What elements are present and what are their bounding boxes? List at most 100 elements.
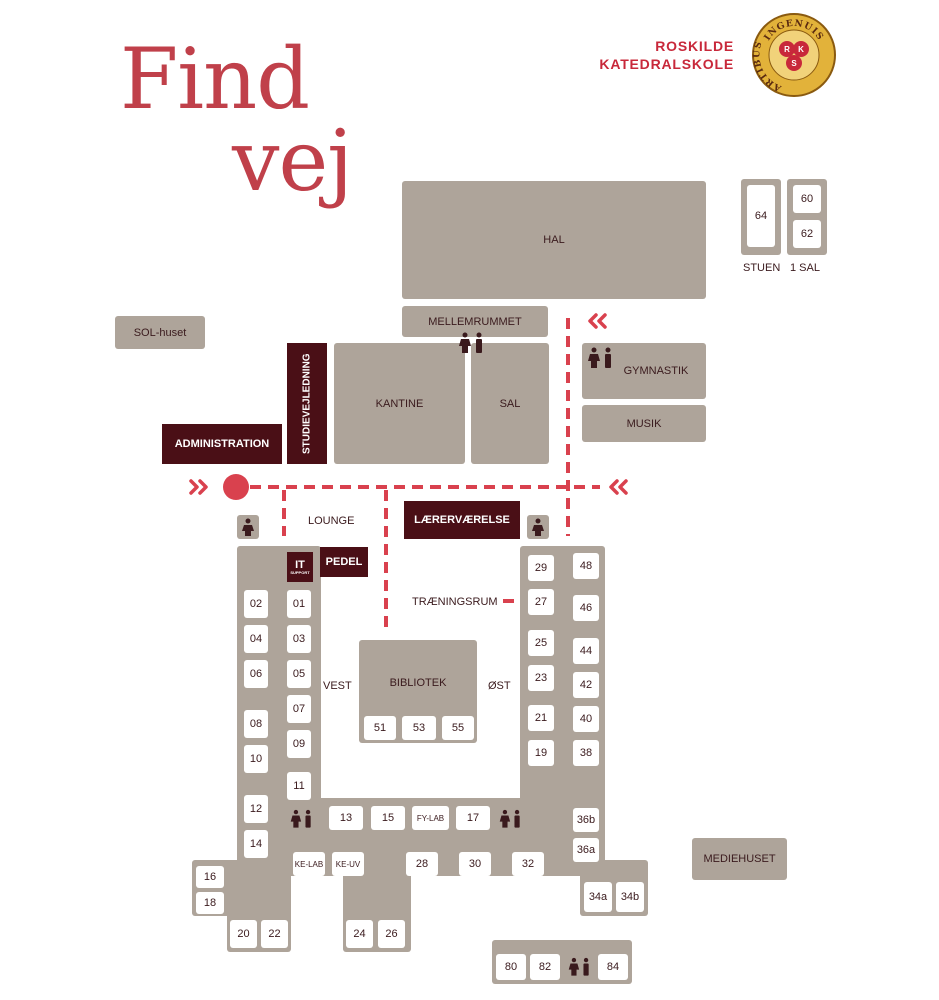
room-15[interactable]: 15: [371, 806, 405, 830]
arrow-left-icon: [609, 479, 628, 495]
room-53[interactable]: 53: [402, 716, 436, 740]
laerervaerelse-building[interactable]: LÆRERVÆRELSE: [404, 501, 520, 539]
room-01[interactable]: 01: [287, 590, 311, 618]
administration-building[interactable]: ADMINISTRATION: [162, 424, 282, 464]
room-17[interactable]: 17: [456, 806, 490, 830]
room-26[interactable]: 26: [378, 920, 405, 948]
room-64-label: 64: [754, 210, 768, 222]
room-44[interactable]: 44: [573, 638, 599, 664]
room-24[interactable]: 24: [346, 920, 373, 948]
sol-huset-label: SOL-huset: [133, 326, 187, 339]
room-09[interactable]: 09: [287, 730, 311, 758]
toilet-icon: [532, 518, 544, 536]
musik-label: MUSIK: [626, 417, 662, 430]
seal-letter-r: R: [784, 45, 790, 54]
room-32[interactable]: 32: [512, 852, 544, 876]
room-19[interactable]: 19: [528, 740, 554, 766]
it-support-room[interactable]: IT SUPPORT: [287, 552, 313, 582]
pedel-room[interactable]: PEDEL: [320, 547, 368, 577]
room-13[interactable]: 13: [329, 806, 363, 830]
room-10[interactable]: 10: [244, 745, 268, 773]
room-48[interactable]: 48: [573, 553, 599, 579]
logo-line2: KATEDRALSKOLE: [599, 56, 734, 72]
room-20[interactable]: 20: [230, 920, 257, 948]
sol-huset-building[interactable]: [115, 316, 205, 349]
title-vej: vej: [232, 112, 353, 210]
room-22[interactable]: 22: [261, 920, 288, 948]
room-29[interactable]: 29: [528, 555, 554, 581]
room-84[interactable]: 84: [598, 954, 628, 980]
room-30[interactable]: 30: [459, 852, 491, 876]
traeningsrum-label: TRÆNINGSRUM: [412, 596, 498, 608]
room-62-label: 62: [800, 228, 814, 240]
room-62[interactable]: 62: [793, 220, 821, 248]
oest-label: ØST: [488, 680, 511, 692]
room-51[interactable]: 51: [364, 716, 396, 740]
arrow-left-icon: [588, 313, 607, 329]
room-05[interactable]: 05: [287, 660, 311, 688]
room-21[interactable]: 21: [528, 705, 554, 731]
room-12[interactable]: 12: [244, 795, 268, 823]
gymnastik-label: GYMNASTIK: [623, 365, 689, 377]
room-04[interactable]: 04: [244, 625, 268, 653]
room-34a[interactable]: 34a: [584, 882, 612, 912]
vest-label: VEST: [323, 680, 352, 692]
hal-label: HAL: [543, 234, 565, 246]
toilet-icon: [568, 957, 589, 976]
room-07[interactable]: 07: [287, 695, 311, 723]
toilet-icon: [290, 809, 311, 828]
studievejledning-building[interactable]: STUDIEVEJLEDNING: [287, 343, 327, 464]
room-34b[interactable]: 34b: [616, 882, 644, 912]
room-06[interactable]: 06: [244, 660, 268, 688]
seal-letter-s: S: [791, 59, 797, 68]
sal-building[interactable]: [471, 343, 549, 464]
it-support-label: SUPPORT: [290, 569, 310, 575]
hal-building[interactable]: [402, 181, 706, 299]
arrow-right-icon: [189, 479, 208, 495]
room-46[interactable]: 46: [573, 595, 599, 621]
toilet-icon: [588, 347, 611, 368]
room-14[interactable]: 14: [244, 830, 268, 858]
room-18[interactable]: 18: [196, 892, 224, 914]
ke-uv-room[interactable]: KE-UV: [332, 852, 364, 876]
room-23[interactable]: 23: [528, 665, 554, 691]
ke-lab-room[interactable]: KE-LAB: [293, 852, 325, 876]
room-40[interactable]: 40: [573, 706, 599, 732]
title-find: Find: [120, 30, 310, 128]
room-25[interactable]: 25: [528, 630, 554, 656]
room-36a[interactable]: 36a: [573, 838, 599, 862]
sal-label: SAL: [499, 397, 521, 410]
fy-lab-room[interactable]: FY-LAB: [412, 806, 449, 830]
mellemrummet-label: MELLEMRUMMET: [428, 316, 522, 328]
musik-building[interactable]: [582, 405, 706, 442]
room-03[interactable]: 03: [287, 625, 311, 653]
room-16[interactable]: 16: [196, 866, 224, 888]
mediehuset-building[interactable]: [692, 838, 787, 880]
kantine-label: KANTINE: [375, 397, 424, 410]
room-27[interactable]: 27: [528, 589, 554, 615]
room-64[interactable]: 64: [747, 185, 775, 247]
room-38[interactable]: 38: [573, 740, 599, 766]
room-82[interactable]: 82: [530, 954, 560, 980]
room-80[interactable]: 80: [496, 954, 526, 980]
toilet-icon: [499, 809, 520, 828]
room-11[interactable]: 11: [287, 772, 311, 800]
lounge-label: LOUNGE: [308, 515, 355, 527]
room-08[interactable]: 08: [244, 710, 268, 738]
logo-line1: ROSKILDE: [655, 38, 734, 54]
room-60[interactable]: 60: [793, 185, 821, 213]
kantine-building[interactable]: [334, 343, 465, 464]
room-60-label: 60: [800, 193, 814, 205]
mediehuset-label: MEDIEHUSET: [703, 853, 776, 865]
it-label: IT: [295, 558, 305, 571]
room-42[interactable]: 42: [573, 672, 599, 698]
room-55[interactable]: 55: [442, 716, 474, 740]
seal-letter-k: K: [798, 45, 804, 54]
gymnastik-building[interactable]: [582, 343, 706, 399]
start-point-marker: [223, 474, 249, 500]
mellemrummet-building[interactable]: [402, 306, 548, 337]
room-28[interactable]: 28: [406, 852, 438, 876]
stuen-label: STUEN: [743, 262, 781, 274]
room-02[interactable]: 02: [244, 590, 268, 618]
room-36b[interactable]: 36b: [573, 808, 599, 832]
